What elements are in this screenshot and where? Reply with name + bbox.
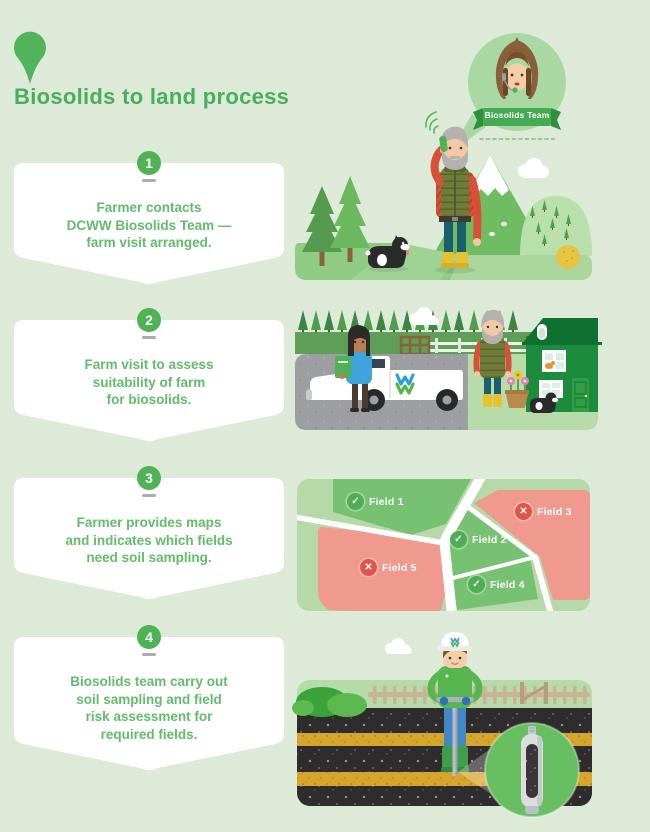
bush [292,687,367,717]
field-1-area [333,479,471,535]
hay-bale [556,245,580,269]
field-2-label: Field 2 [472,533,507,546]
dcww-waves-logo-icon [395,373,415,395]
cloud [385,638,412,654]
step3-divider-dash [142,494,156,497]
farmer [473,309,512,407]
step3-card-shape [14,478,284,599]
map-pin-icon [14,31,47,84]
step1-number-badge: 1 [137,151,161,175]
field-5-area [318,527,450,611]
step1-number: 1 [145,155,153,171]
step3-number: 3 [145,470,153,486]
illustration-step3-field-map [297,479,590,611]
pine-trees [302,176,370,266]
field-4-area [452,558,538,610]
field-3-area [474,490,590,600]
speech-bubble [449,33,566,157]
field-5-label: Field 5 [382,561,417,574]
field-4-tag: ✓ Field 4 [468,576,525,593]
cross-icon: ✕ [360,559,377,576]
illustration-step2-farm-visit [295,307,602,430]
illustration-step1-farmer-calling [295,111,592,280]
step4-divider-dash [142,653,156,656]
phone-icon [439,135,448,152]
field-2-tag: ✓ Field 2 [450,531,507,548]
ribbon-banner [473,108,561,130]
team-member-with-clipboard [335,325,372,412]
signal-waves-icon [425,111,439,134]
field-4-label: Field 4 [490,578,525,591]
page-title: Biosolids to land process [14,84,290,109]
sheepdog [530,392,558,413]
step3-description: Farmer provides maps and indicates which… [65,515,233,565]
illustration-step4-soil-sampling [292,632,592,818]
step2-number: 2 [145,312,153,328]
biosolids-team-member-avatar [495,37,539,99]
field-5-tag: ✕ Field 5 [360,559,417,576]
step2-card-shape [14,320,284,441]
field-3-tag: ✕ Field 3 [515,503,572,520]
field-1-tag: ✓ Field 1 [347,493,404,510]
field-1-label: Field 1 [369,495,404,508]
step3-number-badge: 3 [137,466,161,490]
step4-card-shape [14,637,284,770]
check-icon: ✓ [347,493,364,510]
front-door [572,378,589,412]
sampling-worker [427,632,483,776]
step4-description: Biosolids team carry out soil sampling a… [70,674,228,742]
cloud [409,307,439,325]
farmer-on-phone [425,111,482,274]
check-icon: ✓ [450,531,467,548]
step1-description: Farmer contacts DCWW Biosolids Team — fa… [66,200,232,250]
step2-number-badge: 2 [137,308,161,332]
field-3-label: Field 3 [537,505,572,518]
biosolids-team-badge: Biosolids Team [484,110,550,120]
tree-covered-hill [520,196,592,256]
step-card-shapes [14,163,284,770]
downstairs-window [539,380,563,398]
sheepdog [365,235,410,272]
flower-planter [505,370,529,408]
cloud [518,158,549,178]
step1-card-shape [14,163,284,284]
upstairs-window-with-cat [542,350,566,372]
step4-number-badge: 4 [137,625,161,649]
soil-core-magnifier [484,722,580,818]
cross-icon: ✕ [515,503,532,520]
check-icon: ✓ [468,576,485,593]
soil-core-sampler-icon [521,726,543,814]
step2-divider-dash [142,336,156,339]
step2-description: Farm visit to assess suitability of farm… [84,357,214,407]
farmhouse [522,318,602,412]
step4-number: 4 [145,629,153,645]
map-roads [297,479,554,611]
step1-divider-dash [142,179,156,182]
headset-icon [502,73,518,93]
hard-hat-icon [437,632,473,651]
